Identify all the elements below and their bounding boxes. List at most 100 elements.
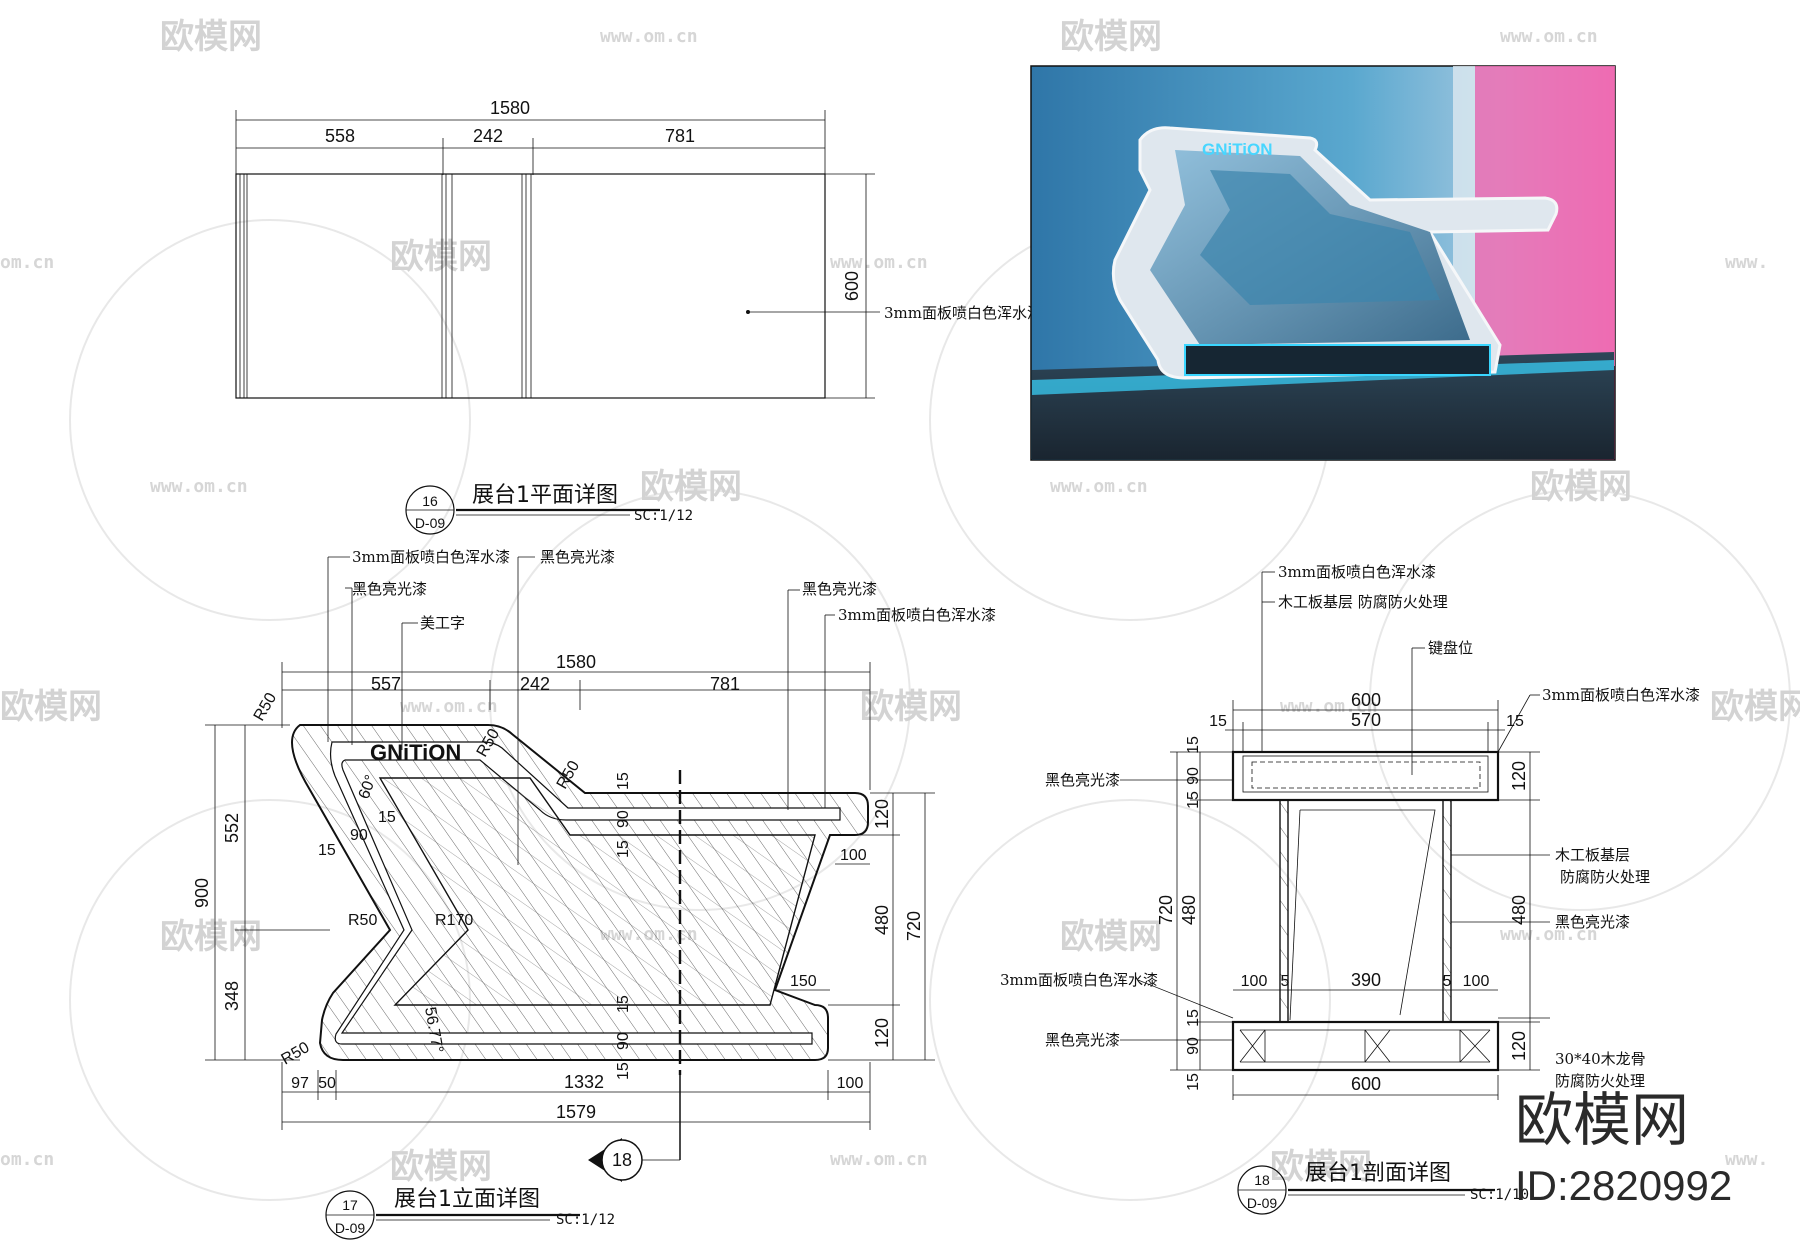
- watermark-url: www.om.cn: [1500, 924, 1598, 945]
- plan-dim-depth: 600: [842, 271, 862, 301]
- watermark-brand: 欧模网: [160, 917, 262, 957]
- elev-note-panel: 3mm面板喷白色浑水漆: [838, 606, 996, 624]
- plan-bubble-number: 16: [422, 493, 438, 509]
- sec-dim-r120: 120: [1509, 1031, 1529, 1061]
- elev-note-black: 黑色亮光漆: [802, 580, 877, 598]
- render-logo: GNiTiON: [1202, 140, 1273, 159]
- elev-dim-r120b: 120: [872, 1018, 892, 1048]
- watermark-url: www.om.cn: [830, 252, 928, 273]
- render-image: GNiTiON: [1030, 65, 1616, 461]
- plan-view: 1580 558 242 781 600 3mm面板喷白色浑水漆 16 D-09…: [235, 98, 1042, 535]
- elev-dim-b1579: 1579: [556, 1102, 596, 1122]
- elev-radius: R50: [348, 912, 377, 929]
- sec-note-wood-right: 防腐防火处理: [1560, 868, 1650, 886]
- elev-dim-top-total: 1580: [556, 652, 596, 672]
- plan-dim-b: 242: [473, 126, 503, 146]
- elev-dim-b97: 97: [291, 1075, 309, 1092]
- sec-dim-l90: 90: [1185, 767, 1202, 785]
- sec-dim-w600: 600: [1351, 690, 1381, 710]
- sec-dim-b100: 100: [1463, 973, 1490, 990]
- sec-dim-l90: 90: [1185, 1037, 1202, 1055]
- elev-dim-r480: 480: [872, 905, 892, 935]
- watermark-url: www.om.cn: [1500, 26, 1598, 47]
- elev-note-black: 黑色亮光漆: [352, 580, 427, 598]
- sec-dim-l15: 15: [1185, 1073, 1202, 1091]
- elev-thk: 15: [615, 772, 632, 790]
- sec-dim-r120: 120: [1509, 761, 1529, 791]
- elev-thk: 15: [378, 809, 396, 826]
- sec-note-wood-right: 木工板基层: [1555, 846, 1630, 864]
- watermark-brand: 欧模网: [1710, 687, 1800, 727]
- sec-dim-b390: 390: [1351, 970, 1381, 990]
- elev-note-panel: 3mm面板喷白色浑水漆: [352, 548, 510, 566]
- watermark-url: www.om.cn: [1050, 476, 1148, 497]
- watermark-brand: 欧模网: [1060, 917, 1162, 957]
- section-view: 600 570 15 15 720 480 15 90 15 15 90 15 …: [1000, 563, 1700, 1215]
- elev-radius: R50: [279, 1039, 313, 1068]
- watermark-brand: 欧模网: [390, 237, 492, 277]
- sec-dim-w570: 570: [1351, 710, 1381, 730]
- elev-thk: 90: [615, 1032, 632, 1050]
- corner-brand-name: 欧模网: [1515, 1086, 1689, 1154]
- elev-dim-top-a: 557: [371, 674, 401, 694]
- elev-bubble-sheet: D-09: [335, 1220, 366, 1236]
- watermark-brand: 欧模网: [860, 687, 962, 727]
- watermark-brand: 欧模网: [1270, 1147, 1372, 1187]
- elev-dim-top-c: 781: [710, 674, 740, 694]
- sec-note-black-left: 黑色亮光漆: [1045, 771, 1120, 789]
- watermark-brand: 欧模网: [1060, 17, 1162, 57]
- sec-dim-h720: 720: [1156, 895, 1176, 925]
- sec-note-panel-left: 3mm面板喷白色浑水漆: [1000, 971, 1158, 989]
- elev-bubble-number: 17: [342, 1197, 358, 1213]
- watermark-brand: 欧模网: [1530, 467, 1632, 507]
- watermark-brand: 欧模网: [160, 17, 262, 57]
- plan-bubble-sheet: D-09: [415, 515, 446, 531]
- sec-note-black-left: 黑色亮光漆: [1045, 1031, 1120, 1049]
- elev-thk: 90: [615, 810, 632, 828]
- sec-note-keyboard: 键盘位: [1428, 639, 1473, 657]
- sec-dim-b5: 5: [1281, 973, 1290, 990]
- sec-dim-e15: 15: [1209, 713, 1227, 730]
- watermark-url: www.om.cn: [600, 26, 698, 47]
- watermark-brand: 欧模网: [0, 687, 102, 727]
- elev-note-black: 黑色亮光漆: [540, 548, 615, 566]
- sec-bubble-sheet: D-09: [1247, 1195, 1278, 1211]
- elev-thk: 90: [350, 827, 368, 844]
- watermark-brand: 欧模网: [640, 467, 742, 507]
- elev-dim-h-upper: 552: [222, 813, 242, 843]
- sec-note-panel-right: 3mm面板喷白色浑水漆: [1542, 686, 1700, 704]
- plan-scale: SC:1/12: [634, 508, 693, 524]
- sec-dim-h480: 480: [1179, 895, 1199, 925]
- elev-thk: 15: [318, 842, 336, 859]
- sec-dim-r480: 480: [1509, 895, 1529, 925]
- elev-radius-170: R170: [435, 912, 473, 929]
- watermark-url-fragment: www.: [1725, 252, 1768, 273]
- plan-dim-total: 1580: [490, 98, 530, 118]
- elev-dim-top-b: 242: [520, 674, 550, 694]
- elev-note-meigong: 美工字: [420, 614, 465, 632]
- sec-note-keel: 防腐防火处理: [1555, 1072, 1645, 1090]
- sec-note-black-right: 黑色亮光漆: [1555, 913, 1630, 931]
- plan-title: 展台1平面详图: [472, 483, 618, 508]
- watermark-url: www.om.cn: [830, 1149, 928, 1170]
- elev-dim-r120a: 120: [872, 799, 892, 829]
- elev-dim-h-total: 900: [192, 878, 212, 908]
- plan-dim-c: 781: [665, 126, 695, 146]
- sec-dim-l15: 15: [1185, 791, 1202, 809]
- elev-thk: 15: [615, 995, 632, 1013]
- elev-dim-r720: 720: [904, 911, 924, 941]
- elev-thk: 15: [615, 1062, 632, 1080]
- sec-dim-bottom600: 600: [1351, 1074, 1381, 1094]
- elev-dim-b100: 100: [837, 1075, 864, 1092]
- sec-dim-l15: 15: [1185, 736, 1202, 754]
- sec-dim-b100: 100: [1241, 973, 1268, 990]
- elev-logo: GNiTiON: [370, 740, 461, 765]
- elev-dim-h-lower: 348: [222, 981, 242, 1011]
- elev-dim-100a: 100: [840, 847, 867, 864]
- sec-dim-b5: 5: [1443, 973, 1452, 990]
- elev-thk: 15: [615, 840, 632, 858]
- sec-scale: SC:1/10: [1470, 1187, 1529, 1203]
- watermark-url-fragment: om.cn: [0, 252, 54, 273]
- elev-dim-b1332: 1332: [564, 1072, 604, 1092]
